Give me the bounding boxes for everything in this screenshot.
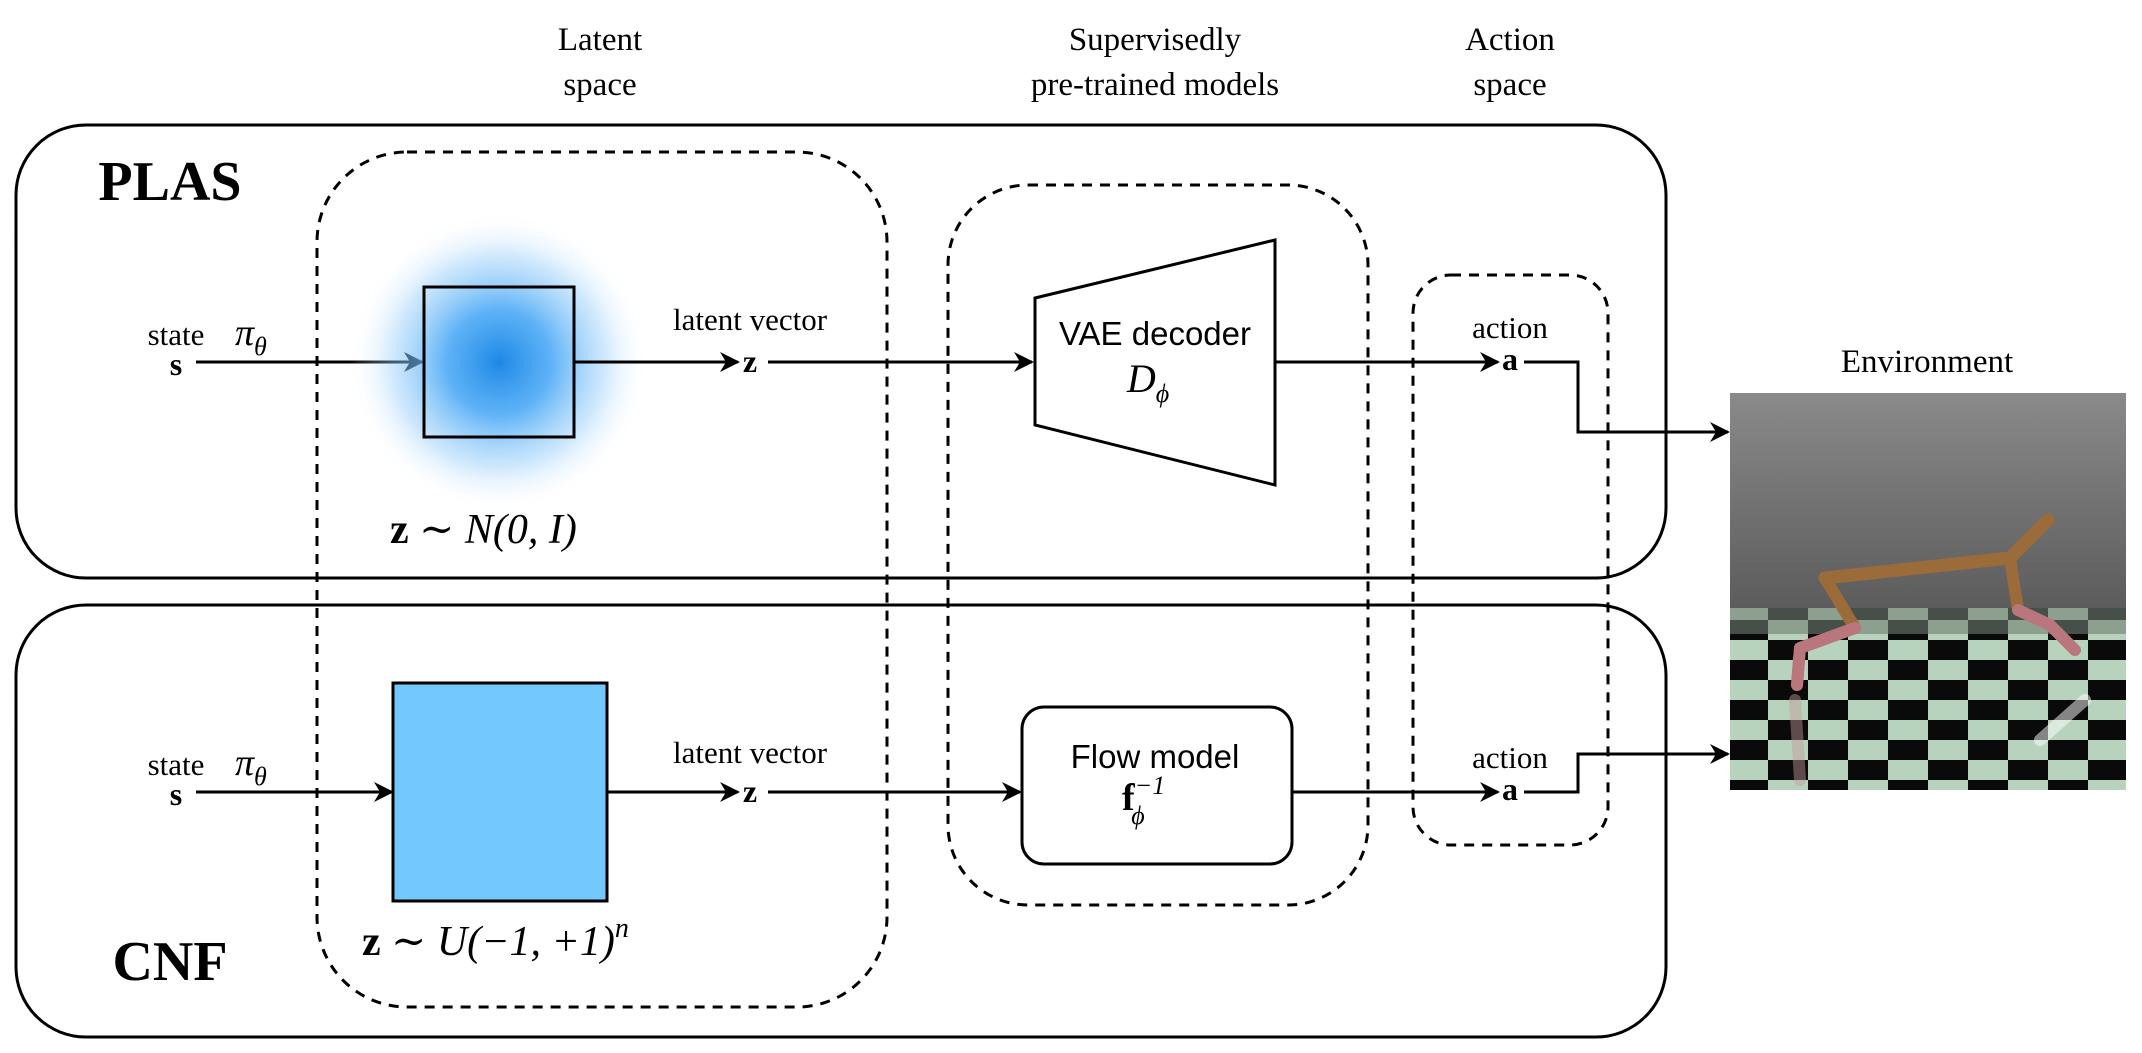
cnf-latent-label: latent vector xyxy=(673,735,828,770)
plas-policy-symbol: πθ xyxy=(235,312,267,361)
cnf-latent-symbol: z xyxy=(743,773,757,809)
plas-row: state s πθ latent vector z z ∼ N(0, I) V… xyxy=(148,212,1730,553)
environment-render xyxy=(1730,393,2126,790)
plas-action-to-env-arrow xyxy=(1524,360,1730,442)
cnf-state-symbol: s xyxy=(170,776,182,812)
cnf-row: state s πθ latent vector z z ∼ U(−1, +1)… xyxy=(148,681,1730,965)
header-action-line1: Action xyxy=(1465,22,1555,58)
vae-decoder-label: VAE decoder xyxy=(1059,315,1251,352)
environment-label: Environment xyxy=(1841,344,2013,380)
plas-latent-symbol: z xyxy=(743,343,757,379)
cnf-policy-box xyxy=(391,681,609,903)
env-reflection-back xyxy=(2034,694,2091,746)
env-floor-haze xyxy=(1730,608,2126,634)
header-action-line2: space xyxy=(1473,67,1546,103)
action-space-group xyxy=(1411,273,1610,847)
cnf-title: CNF xyxy=(112,931,227,993)
robot-front-foot xyxy=(2012,604,2081,656)
header-supervised-line2: pre-trained models xyxy=(1031,67,1279,103)
cnf-action-to-env-arrow xyxy=(1524,744,1730,794)
plas-action-label: action xyxy=(1472,310,1548,345)
robot-icon xyxy=(1791,513,2081,691)
cnf-action-symbol: a xyxy=(1502,771,1518,807)
header-latent-line2: space xyxy=(563,67,636,103)
vae-decoder-shape xyxy=(1033,238,1277,487)
cnf-distribution: z ∼ U(−1, +1)n xyxy=(362,913,629,965)
plas-state-symbol: s xyxy=(170,346,182,382)
pretrained-models-group xyxy=(946,183,1370,907)
robot-back-foot xyxy=(1791,622,1861,691)
cnf-frame xyxy=(14,603,1668,1039)
plas-state-label: state xyxy=(148,317,205,352)
plas-title: PLAS xyxy=(98,151,241,213)
robot-front-leg xyxy=(2004,552,2024,616)
cnf-action-label: action xyxy=(1472,740,1548,775)
latent-space-group xyxy=(315,150,889,1009)
env-sky xyxy=(1730,393,2126,608)
flow-model-label: Flow model xyxy=(1071,738,1240,775)
env-reflection-front xyxy=(1789,694,1806,786)
plas-action-symbol: a xyxy=(1502,341,1518,377)
plas-frame xyxy=(14,123,1668,580)
plas-latent-label: latent vector xyxy=(673,302,828,337)
cnf-policy-symbol: πθ xyxy=(235,742,267,791)
flow-model-box xyxy=(1020,705,1294,866)
header-supervised-line1: Supervisedly xyxy=(1069,22,1242,58)
vae-decoder-symbol: Dϕ xyxy=(1126,356,1169,408)
header-latent-line1: Latent xyxy=(558,22,642,58)
cnf-state-label: state xyxy=(148,747,205,782)
plas-distribution: z ∼ N(0, I) xyxy=(390,507,577,553)
